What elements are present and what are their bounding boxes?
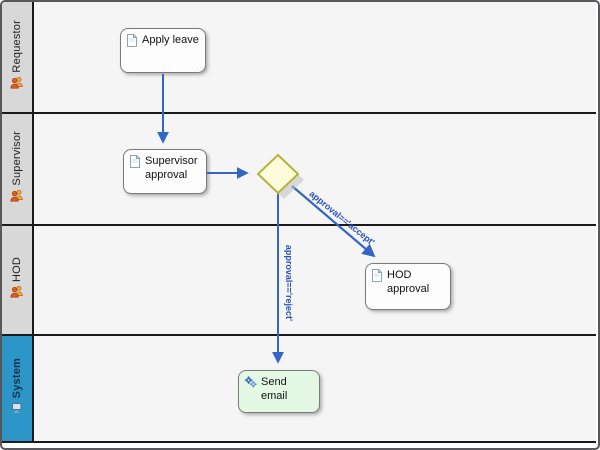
task-apply-leave[interactable]: Apply leave (120, 28, 206, 73)
task-label: Send email (261, 376, 288, 402)
edge-label-reject: approval=='reject' (284, 244, 294, 322)
document-icon (129, 154, 141, 173)
document-icon (126, 33, 138, 52)
lane-body-supervisor (34, 114, 596, 224)
lane-label-requestor[interactable]: Requestor (2, 2, 34, 112)
task-label: Supervisor approval (145, 155, 198, 181)
lane-hod: HOD (2, 226, 596, 336)
decision-gateway[interactable] (256, 153, 300, 195)
people-icon (10, 285, 24, 303)
lane-title: System (11, 357, 23, 399)
task-label: HOD approval (387, 269, 430, 295)
people-icon (10, 76, 24, 94)
lane-title: Requestor (11, 20, 23, 73)
gears-icon (244, 376, 257, 393)
task-send-email[interactable]: Send email (238, 370, 320, 413)
lane-label-supervisor[interactable]: Supervisor (2, 114, 34, 224)
lane-label-system[interactable]: System (2, 336, 34, 441)
task-hod-approval[interactable]: HOD approval (365, 263, 451, 310)
computer-icon (11, 401, 24, 419)
lane-label-hod[interactable]: HOD (2, 226, 34, 334)
lane-title: HOD (11, 256, 23, 283)
lane-supervisor: Supervisor (2, 114, 596, 226)
task-label: Apply leave (142, 34, 199, 46)
people-icon (10, 189, 24, 207)
lane-body-hod (34, 226, 596, 334)
task-supervisor-approval[interactable]: Supervisor approval (123, 149, 207, 194)
lane-requestor: Requestor (2, 2, 596, 114)
document-icon (371, 268, 383, 287)
lane-body-requestor (34, 2, 596, 112)
lane-title: Supervisor (11, 131, 23, 186)
